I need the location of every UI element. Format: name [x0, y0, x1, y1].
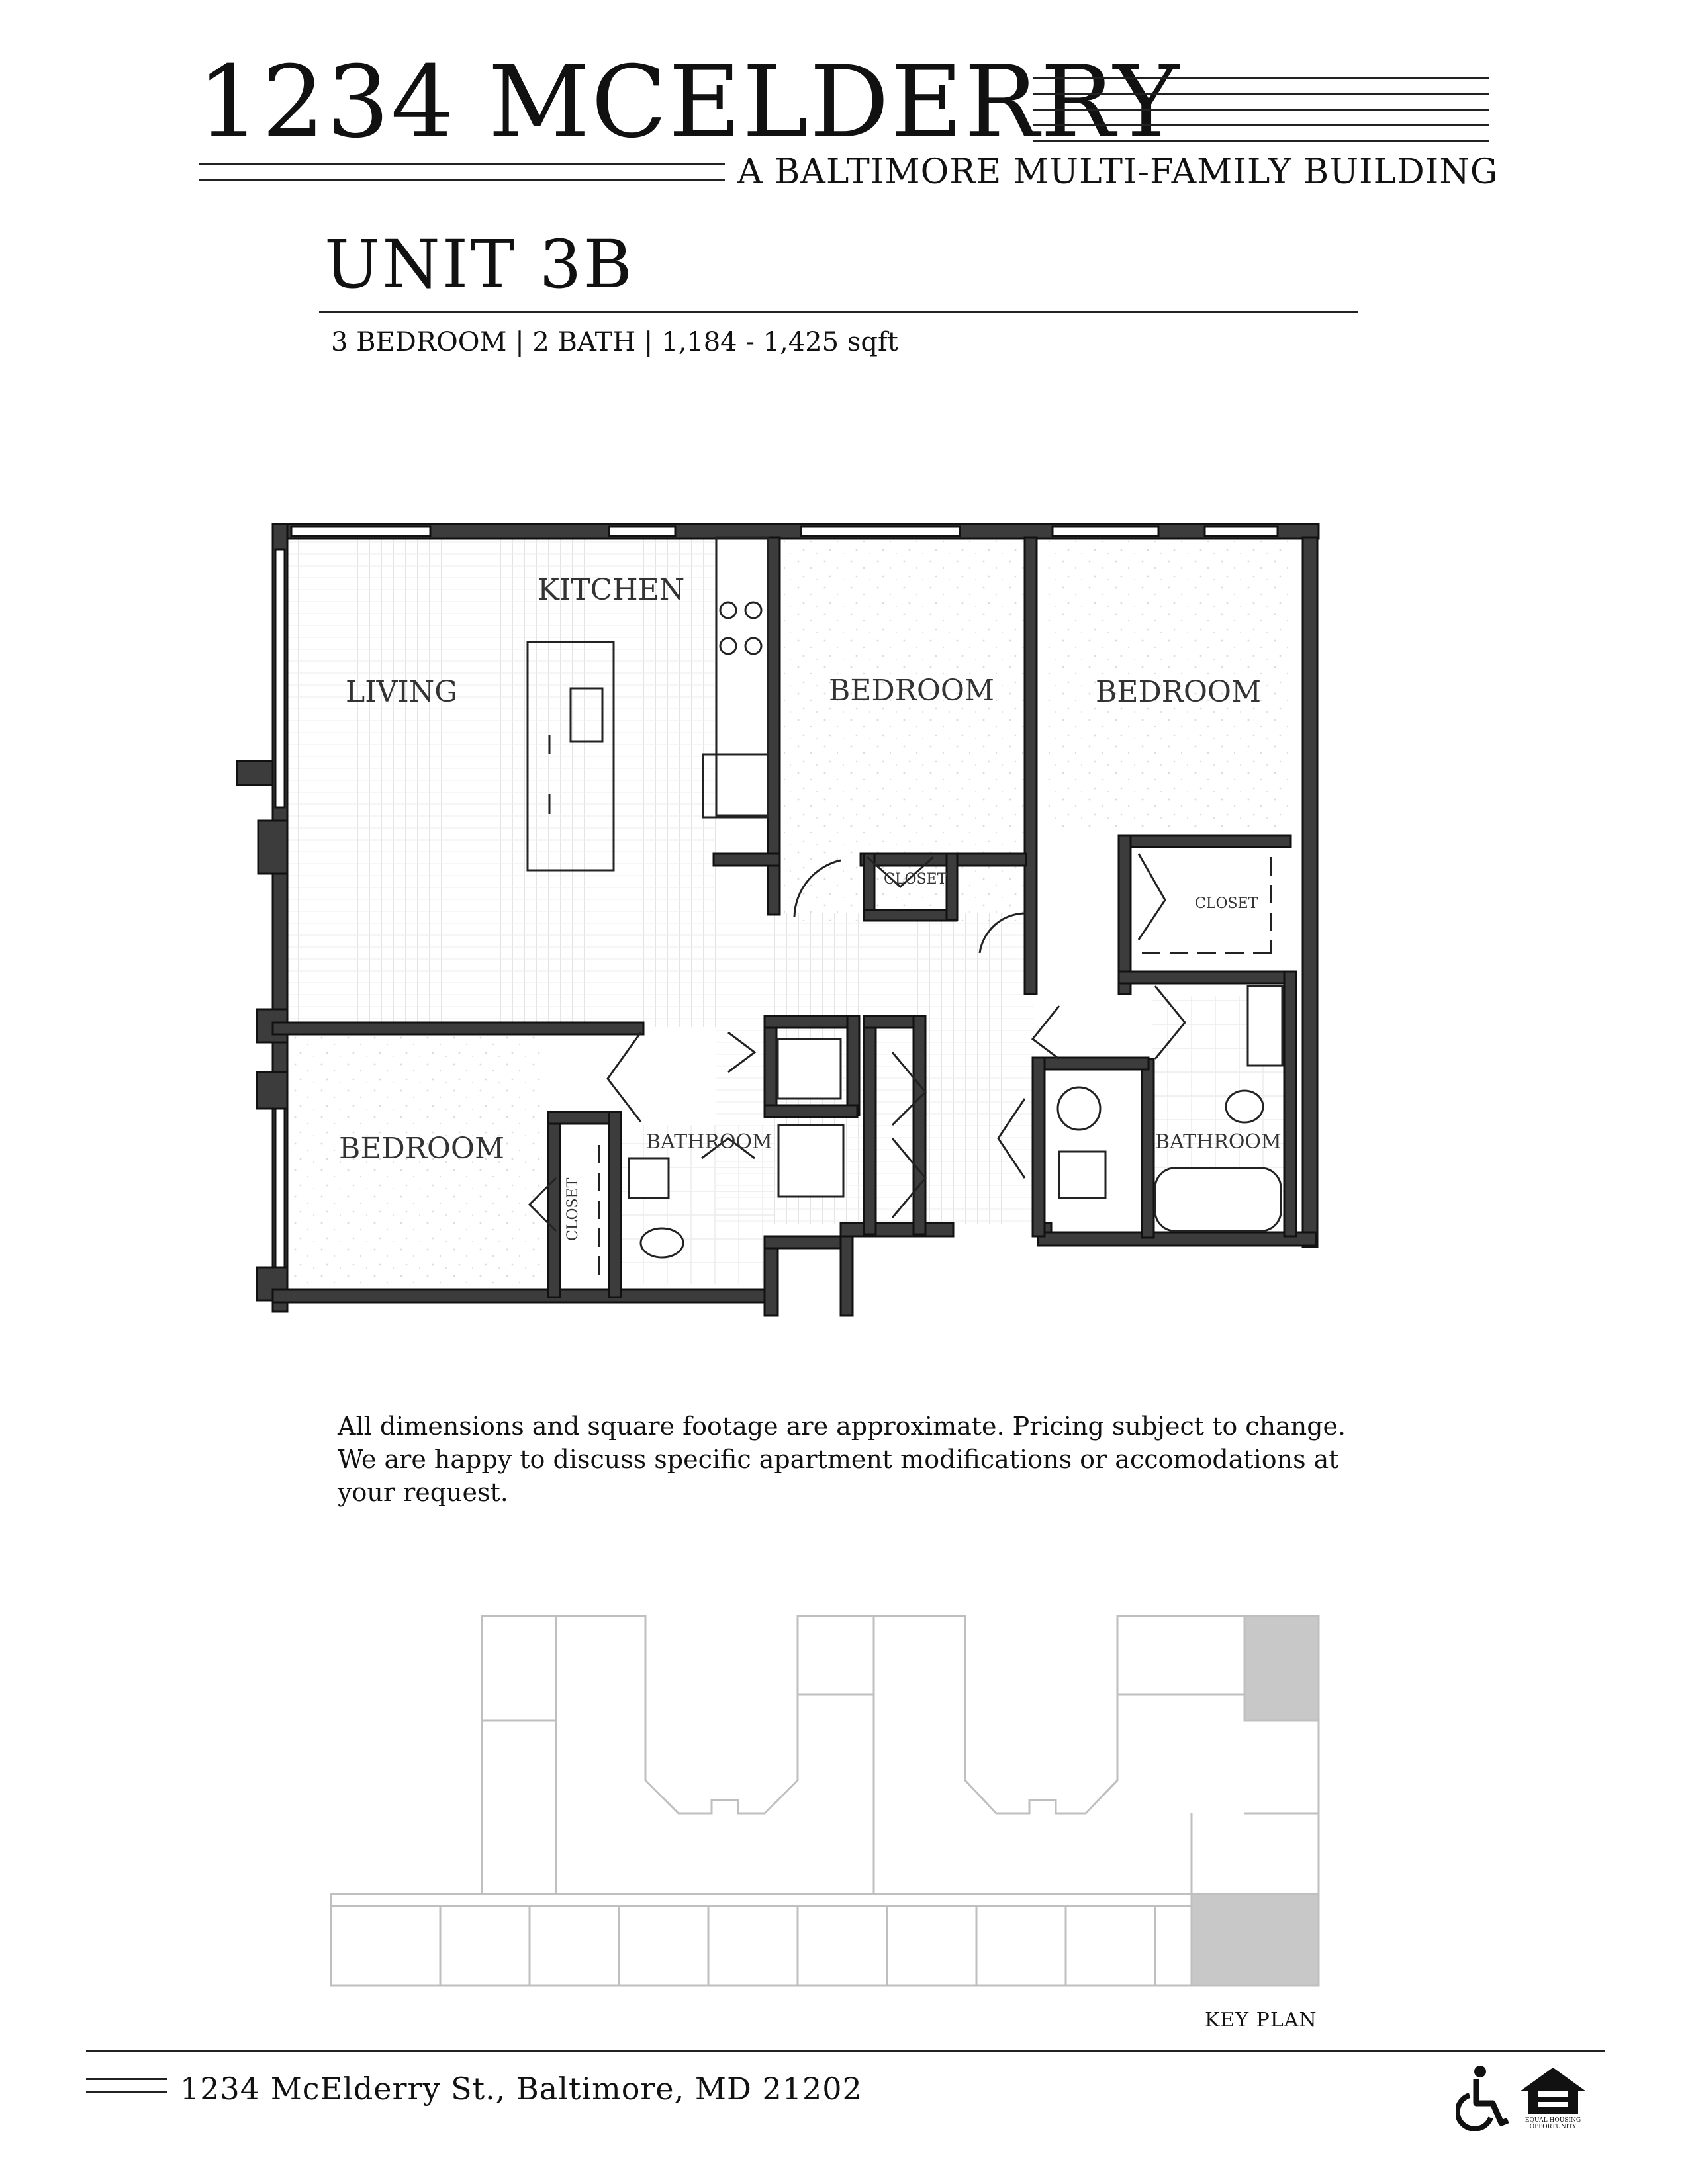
header-rule — [1033, 109, 1489, 111]
room-label-bathroom-1: BATHROOM — [646, 1130, 773, 1154]
footer-address: 1234 McElderry St., Baltimore, MD 21202 — [180, 2071, 863, 2107]
building-tagline: A BALTIMORE MULTI-FAMILY BUILDING — [737, 152, 1499, 192]
unit-title: UNIT 3B — [324, 226, 634, 303]
header-rule — [1033, 93, 1489, 95]
room-label-bedroom-2: BEDROOM — [1096, 675, 1261, 709]
room-label-bedroom-1: BEDROOM — [829, 674, 994, 707]
room-label-bathroom-2: BATHROOM — [1155, 1130, 1282, 1154]
walls — [236, 523, 1320, 1317]
header-rule — [199, 163, 725, 165]
key-plan — [330, 1615, 1320, 1987]
bath-fixtures — [628, 985, 1284, 1259]
key-plan-highlight-lower — [1190, 1893, 1320, 1987]
door-swings — [528, 853, 1186, 1232]
room-label-closet-1: CLOSET — [884, 871, 947, 887]
unit-specs: 3 BEDROOM | 2 BATH | 1,184 - 1,425 sqft — [331, 327, 898, 357]
kitchen-fixtures — [526, 536, 769, 872]
bedroom-2-floor — [1045, 537, 1289, 829]
eho-text-line1: EQUAL HOUSING — [1525, 2117, 1581, 2124]
building-name: 1234 MCELDERRY — [197, 45, 1180, 160]
footer-rule — [86, 2050, 1605, 2052]
living-floor — [286, 537, 716, 1027]
closet-rails — [598, 857, 1274, 1284]
key-plan-highlight-upper — [1243, 1615, 1320, 1722]
bedroom-3-floor — [286, 1036, 544, 1294]
eho-text-line2: OPPORTUNITY — [1530, 2124, 1577, 2130]
room-label-closet-3: CLOSET — [565, 1177, 581, 1241]
bath-1-floor — [622, 1125, 774, 1284]
floor-plan: KITCHEN LIVING BEDROOM BEDROOM BEDROOM C… — [236, 523, 1320, 1317]
header-rule — [1033, 124, 1489, 126]
footer-rule-short — [86, 2078, 167, 2080]
room-label-kitchen: KITCHEN — [538, 573, 684, 607]
header-rule — [1033, 140, 1489, 142]
room-label-living: LIVING — [346, 675, 457, 709]
key-plan-label: KEY PLAN — [1205, 2009, 1317, 2032]
footer-rule-short — [86, 2091, 167, 2093]
header-rule — [199, 179, 725, 181]
header-rule — [1033, 77, 1489, 79]
unit-title-rule — [319, 311, 1358, 313]
room-label-closet-2: CLOSET — [1195, 895, 1258, 912]
room-label-bedroom-3: BEDROOM — [339, 1132, 504, 1165]
accessibility-icon — [1456, 2066, 1509, 2131]
equal-housing-icon: EQUAL HOUSING OPPORTUNITY — [1520, 2068, 1586, 2130]
disclaimer: All dimensions and square footage are ap… — [338, 1412, 1346, 1507]
